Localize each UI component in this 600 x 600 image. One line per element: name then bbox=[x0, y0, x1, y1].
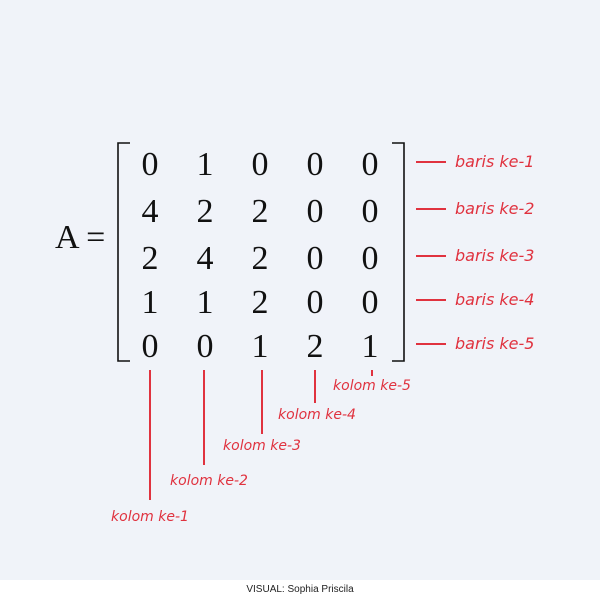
credit-text: VISUAL: Sophia Priscila bbox=[246, 584, 354, 595]
matrix-entry: 0 bbox=[307, 240, 324, 277]
row-label: baris ke-2 bbox=[455, 199, 534, 218]
matrix-entry: 0 bbox=[252, 146, 269, 183]
matrix-entry: 0 bbox=[142, 328, 159, 365]
matrix-entry: 2 bbox=[197, 193, 214, 230]
matrix-entry: 0 bbox=[142, 146, 159, 183]
matrix-entry: 0 bbox=[362, 240, 379, 277]
matrix-entry: 0 bbox=[197, 328, 214, 365]
matrix-entry: 0 bbox=[307, 146, 324, 183]
row-label: baris ke-4 bbox=[455, 290, 534, 309]
right-bracket bbox=[392, 142, 405, 362]
matrix-entry: 1 bbox=[362, 328, 379, 365]
credit-footer: VISUAL: Sophia Priscila bbox=[0, 580, 600, 600]
row-annotations: baris ke-1 baris ke-2 baris ke-3 baris ke-4… bbox=[416, 152, 534, 353]
matrix-diagram: A = 0 1 0 0 0 4 2 2 0 0 2 4 2 0 0 1 1 2 0 0 0 0 1 2 1 baris ke-1… bbox=[55, 142, 534, 525]
row-label: baris ke-3 bbox=[455, 246, 534, 265]
row-label: baris ke-1 bbox=[455, 152, 534, 171]
matrix-entry: 4 bbox=[142, 193, 159, 230]
matrix-entry: 1 bbox=[197, 284, 214, 321]
matrix-entry: 0 bbox=[362, 284, 379, 321]
matrix-name: A = bbox=[55, 219, 105, 256]
matrix-entry: 1 bbox=[197, 146, 214, 183]
column-label: kolom ke-1 bbox=[111, 509, 189, 525]
matrix-entry: 2 bbox=[252, 193, 269, 230]
column-annotations: kolom ke-1 kolom ke-2 kolom ke-3 kolom ke-4… bbox=[111, 370, 411, 525]
column-label: kolom ke-4 bbox=[278, 407, 356, 423]
matrix-entry: 2 bbox=[307, 328, 324, 365]
matrix-entry: 0 bbox=[307, 284, 324, 321]
matrix-entries: 0 1 0 0 0 4 2 2 0 0 2 4 2 0 0 1 1 2 0 0 0 0 1 2 1 bbox=[142, 146, 379, 365]
matrix-entry: 2 bbox=[252, 240, 269, 277]
left-bracket bbox=[117, 142, 130, 362]
matrix-entry: 2 bbox=[252, 284, 269, 321]
column-label: kolom ke-2 bbox=[170, 473, 248, 489]
matrix-entry: 0 bbox=[362, 193, 379, 230]
row-label: baris ke-5 bbox=[455, 334, 534, 353]
column-label: kolom ke-5 bbox=[333, 378, 411, 394]
matrix-entry: 0 bbox=[307, 193, 324, 230]
matrix-entry: 0 bbox=[362, 146, 379, 183]
matrix-entry: 4 bbox=[197, 240, 214, 277]
matrix-entry: 1 bbox=[142, 284, 159, 321]
column-label: kolom ke-3 bbox=[223, 438, 301, 454]
matrix-entry: 1 bbox=[252, 328, 269, 365]
matrix-entry: 2 bbox=[142, 240, 159, 277]
diagram-canvas: A = 0 1 0 0 0 4 2 2 0 0 2 4 2 0 0 1 1 2 0 0 0 0 1 2 1 baris ke-1… bbox=[55, 142, 535, 525]
